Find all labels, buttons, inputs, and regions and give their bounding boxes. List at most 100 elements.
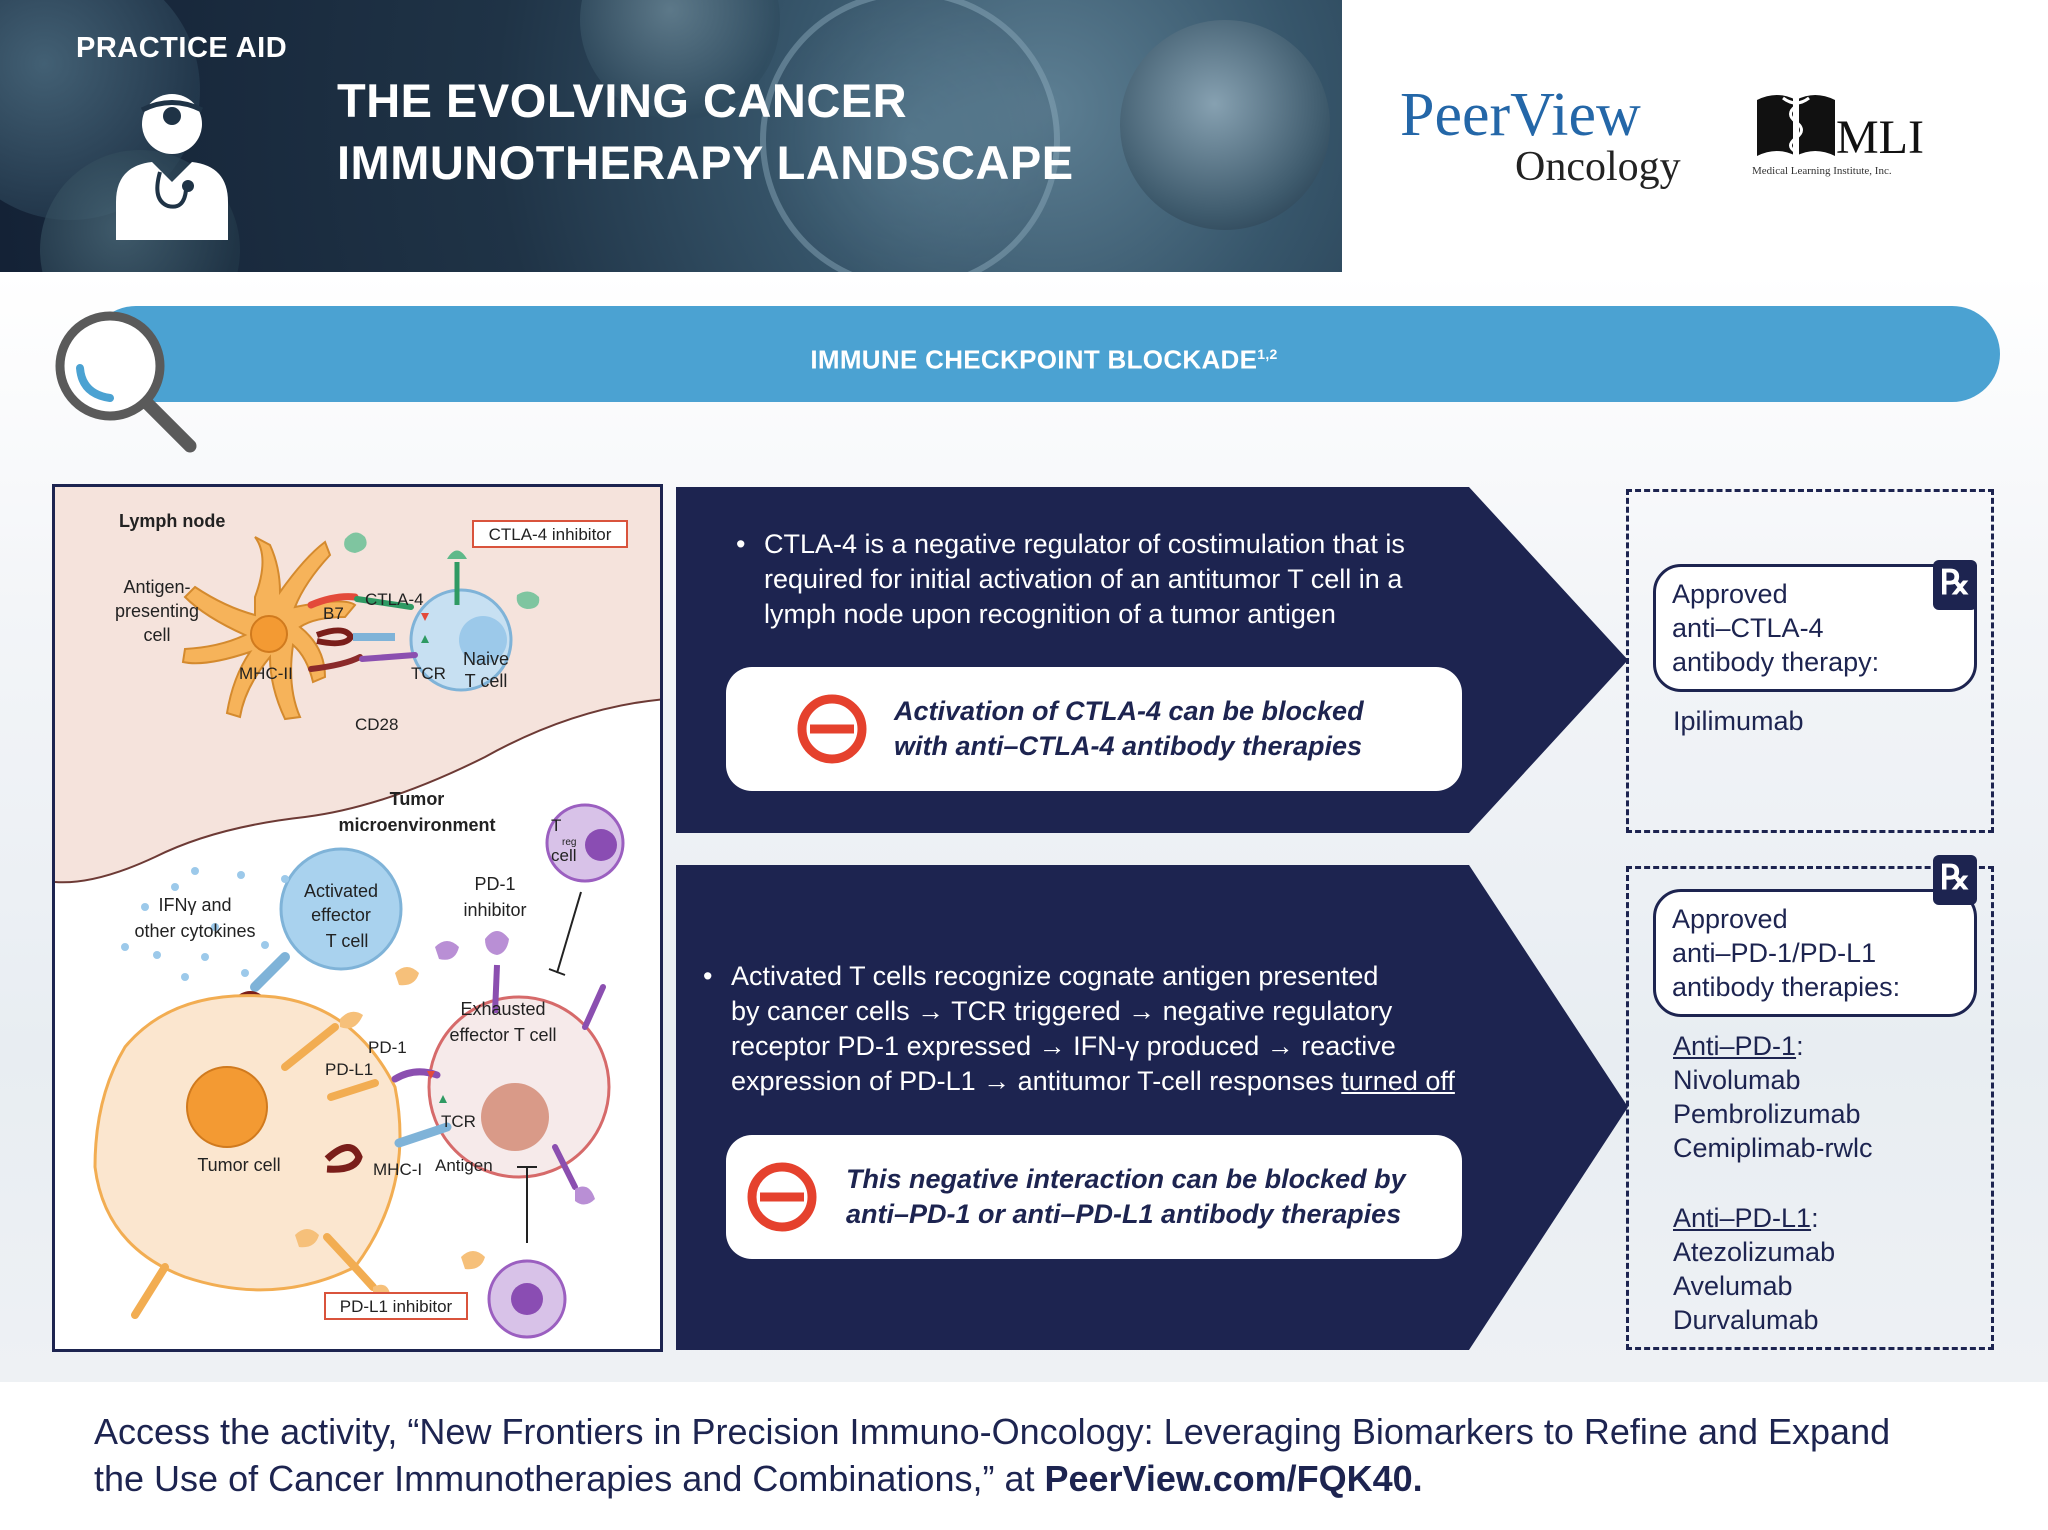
pd1-therapy-header-line3: antibody therapies:	[1672, 972, 1901, 1002]
lymph-node-label: Lymph node	[119, 511, 225, 531]
tumor-microenvironment-label-line2: microenvironment	[338, 815, 495, 835]
pd1-callout-line1: This negative interaction can be blocked…	[846, 1164, 1406, 1194]
soluble-antigen	[461, 1251, 485, 1270]
ctla4-receptor	[354, 596, 414, 610]
exhausted-t-cell-label-line1: Exhausted	[460, 999, 545, 1019]
soluble-antigen	[395, 967, 419, 986]
pd1-receptor-surface	[552, 1144, 578, 1190]
anti-pdl1-group-label: Anti–PD-L1:	[1673, 1203, 1819, 1233]
activated-effector-t-cell	[279, 847, 403, 971]
soluble-antigen	[340, 1011, 363, 1029]
ctla4-callout-line1: Activation of CTLA-4 can be blocked	[894, 696, 1364, 726]
tumor-surface-receptor	[131, 1263, 169, 1319]
peerview-logo: PeerView	[1400, 81, 1641, 149]
rx-icon: ℞	[1933, 855, 1977, 905]
drug-cemiplimab: Cemiplimab-rwlc	[1673, 1133, 1873, 1163]
ctla4-therapy-header-line1: Approved	[1672, 579, 1788, 609]
ctla4-therapy-header-line3: antibody therapy:	[1672, 647, 1880, 677]
mli-book-caduceus-logo	[1757, 88, 1835, 160]
pd1-bullet-line3: receptor PD-1 expressed → IFN-γ produced…	[731, 1031, 1396, 1061]
checkpoint-diagram: Lymph node CTLA-4 inhibitor Antigen- pre…	[52, 484, 663, 1352]
footer	[0, 1382, 2048, 1530]
cytokine-particles	[121, 867, 289, 981]
section-title-citation: 1,2	[1257, 346, 1278, 362]
section-header-bar	[88, 306, 2000, 402]
footer-text: Access the activity, “New Frontiers in P…	[94, 1408, 1974, 1502]
apc-nucleus	[250, 615, 288, 653]
rx-icon: ℞	[1933, 560, 1977, 610]
ctla4-callout-line2: with anti–CTLA-4 antibody therapies	[894, 731, 1363, 761]
no-symbol-icon	[747, 1162, 817, 1232]
cd28-receptor	[359, 652, 418, 662]
pd1-bullet-line4: expression of PD-L1 → antitumor T-cell r…	[731, 1066, 1455, 1096]
ctla4-inhibitor-box	[472, 520, 628, 548]
activated-t-cell-label-line2: effector	[311, 905, 371, 925]
pd1-label: PD-1	[368, 1038, 407, 1057]
drug-avelumab: Avelumab	[1673, 1271, 1793, 1301]
footer-line1: Access the activity, “New Frontiers in P…	[94, 1411, 1891, 1452]
exhausted-tcr	[394, 1122, 452, 1148]
pd1-inhibitor-label-line2: inhibitor	[463, 900, 526, 920]
drug-pembrolizumab: Pembrolizumab	[1673, 1099, 1861, 1129]
b7-ligand	[307, 593, 359, 609]
ctla4-bullet-line3: lymph node upon recognition of a tumor a…	[764, 599, 1336, 629]
mli-logo: MLI	[1836, 111, 1924, 164]
pd1-callout: This negative interaction can be blocked…	[726, 1135, 1462, 1259]
no-symbol-icon	[797, 694, 867, 764]
ifn-label-line2: other cytokines	[134, 921, 255, 941]
activated-t-cell-label-line1: Activated	[304, 881, 378, 901]
practice-aid-label: PRACTICE AID	[76, 32, 288, 64]
treg-inhibition-line	[556, 891, 582, 974]
activity-link[interactable]: PeerView.com/FQK40.	[1044, 1458, 1423, 1499]
pd1-therapy-header: Approved anti–PD-1/PD-L1 antibody therap…	[1653, 889, 1977, 1017]
ctla4-antibody	[447, 550, 467, 559]
magnifier-icon	[55, 311, 197, 453]
treg-nucleus	[585, 829, 617, 861]
b7-label: B7	[323, 604, 344, 623]
bullet-dot: •	[703, 961, 713, 991]
mhc2-label: MHC-II	[239, 664, 293, 683]
tcr-bottom-label: TCR	[441, 1112, 476, 1131]
free-antibody	[575, 1186, 595, 1205]
tumor-cell-label: Tumor cell	[197, 1155, 280, 1175]
mli-logo-subtitle: Medical Learning Institute, Inc.	[1752, 165, 1892, 177]
footer-line2: the Use of Cancer Immunotherapies and Co…	[94, 1458, 1423, 1499]
free-antibody	[435, 941, 459, 960]
header-banner	[0, 0, 1342, 272]
pd1-therapy-header-line2: anti–PD-1/PD-L1	[1672, 938, 1877, 968]
turned-off-text: turned off	[1341, 1066, 1455, 1096]
pd1-bullet-line2: by cancer cells → TCR triggered → negati…	[731, 996, 1393, 1026]
diagram-canvas: Lymph node CTLA-4 inhibitor Antigen- pre…	[55, 487, 660, 1339]
activated-tcr	[250, 952, 290, 992]
tumor-microenvironment-label-line1: Tumor	[390, 789, 445, 809]
lymph-node-boundary	[55, 698, 660, 884]
pd1-inhibitor-label-line1: PD-1	[474, 874, 515, 894]
treg-cell	[545, 803, 625, 883]
pd1-bullet-line1: Activated T cells recognize cognate anti…	[731, 961, 1379, 991]
drug-ipilimumab: Ipilimumab	[1673, 706, 1804, 736]
activated-t-cell-label-line3: T cell	[326, 931, 369, 951]
exhausted-t-cell-label-line2: effector T cell	[449, 1025, 556, 1045]
apc-label-line2: presenting	[115, 601, 199, 621]
drug-nivolumab: Nivolumab	[1673, 1065, 1801, 1095]
tumor-pdl1-receptor	[281, 1023, 339, 1071]
pd1-callout-text: This negative interaction can be blocked…	[846, 1162, 1406, 1232]
tumor-pdl1	[327, 1079, 379, 1101]
apc-label-line1: Antigen-	[123, 577, 190, 597]
ctla4-bullet-line2: required for initial activation of an an…	[764, 564, 1403, 594]
ifn-label-line1: IFNγ and	[158, 895, 231, 915]
pdl1-inhibitor-box	[324, 1292, 468, 1320]
naive-t-cell-label-line1: Naive	[463, 649, 509, 669]
ctla4-inhibitor-label: CTLA-4 inhibitor	[489, 525, 612, 544]
pd1-antibody	[485, 931, 509, 955]
banner-background-cell	[1120, 20, 1330, 230]
pd1-bullet: • Activated T cells recognize cognate an…	[703, 959, 1491, 1099]
soluble-antigen	[295, 1229, 319, 1248]
ctla4-bullet: • CTLA-4 is a negative regulator of cost…	[736, 527, 1464, 632]
ctla4-callout-text: Activation of CTLA-4 can be blocked with…	[894, 694, 1364, 764]
tumor-surface-receptor	[323, 1233, 377, 1291]
cd28-label: CD28	[355, 715, 398, 734]
page-title-line1: THE EVOLVING CANCER	[337, 74, 908, 127]
free-antibody	[344, 532, 367, 553]
banner-background-lens	[760, 0, 1060, 272]
